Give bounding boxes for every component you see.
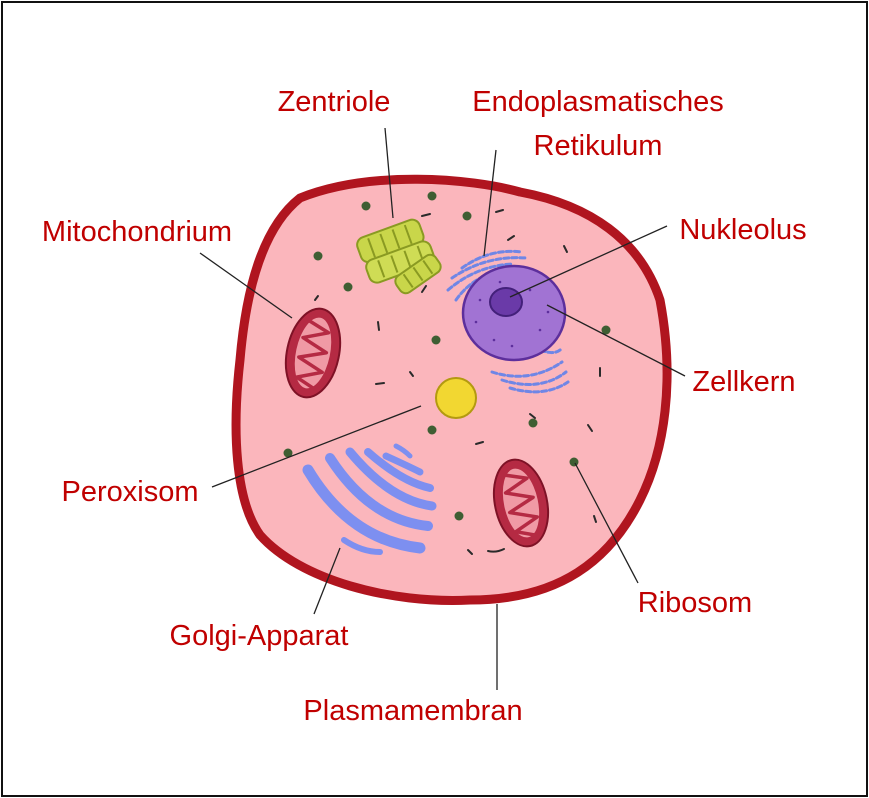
leader-golgi <box>313 547 341 615</box>
label-mitochondrium: Mitochondrium <box>42 216 232 248</box>
leader-mitochondrium <box>199 252 293 319</box>
mitochondrion-right <box>492 458 550 548</box>
label-zentriole: Zentriole <box>278 86 391 118</box>
mitochondrion-left <box>284 307 342 399</box>
label-golgi: Golgi-Apparat <box>170 620 349 652</box>
leader-er <box>483 149 497 257</box>
leader-nukleolus <box>509 225 668 298</box>
label-er-line1: Endoplasmatisches <box>472 86 723 118</box>
leader-lines <box>199 127 686 690</box>
nuclear-pores <box>474 280 550 348</box>
label-peroxisom: Peroxisom <box>62 476 199 508</box>
leader-zellkern <box>546 304 686 377</box>
centrioles <box>356 218 442 295</box>
endoplasmic-reticulum <box>446 249 570 394</box>
nucleolus <box>489 287 523 317</box>
label-er-line2: Retikulum <box>534 130 663 162</box>
label-nukleolus: Nukleolus <box>679 214 806 246</box>
ribosomes <box>283 191 611 521</box>
golgi-apparatus <box>302 443 437 555</box>
label-zellkern: Zellkern <box>692 366 795 398</box>
leader-zentriole <box>384 127 394 219</box>
labels: Zentriole Endoplasmatisches Retikulum Mi… <box>42 86 807 727</box>
peroxisome <box>435 377 477 419</box>
leader-peroxisom <box>211 405 422 488</box>
label-ribosom: Ribosom <box>638 587 752 619</box>
cytoplasm-filaments <box>314 209 601 555</box>
leader-ribosom <box>574 462 639 584</box>
label-plasmamembran: Plasmamembran <box>303 695 522 727</box>
